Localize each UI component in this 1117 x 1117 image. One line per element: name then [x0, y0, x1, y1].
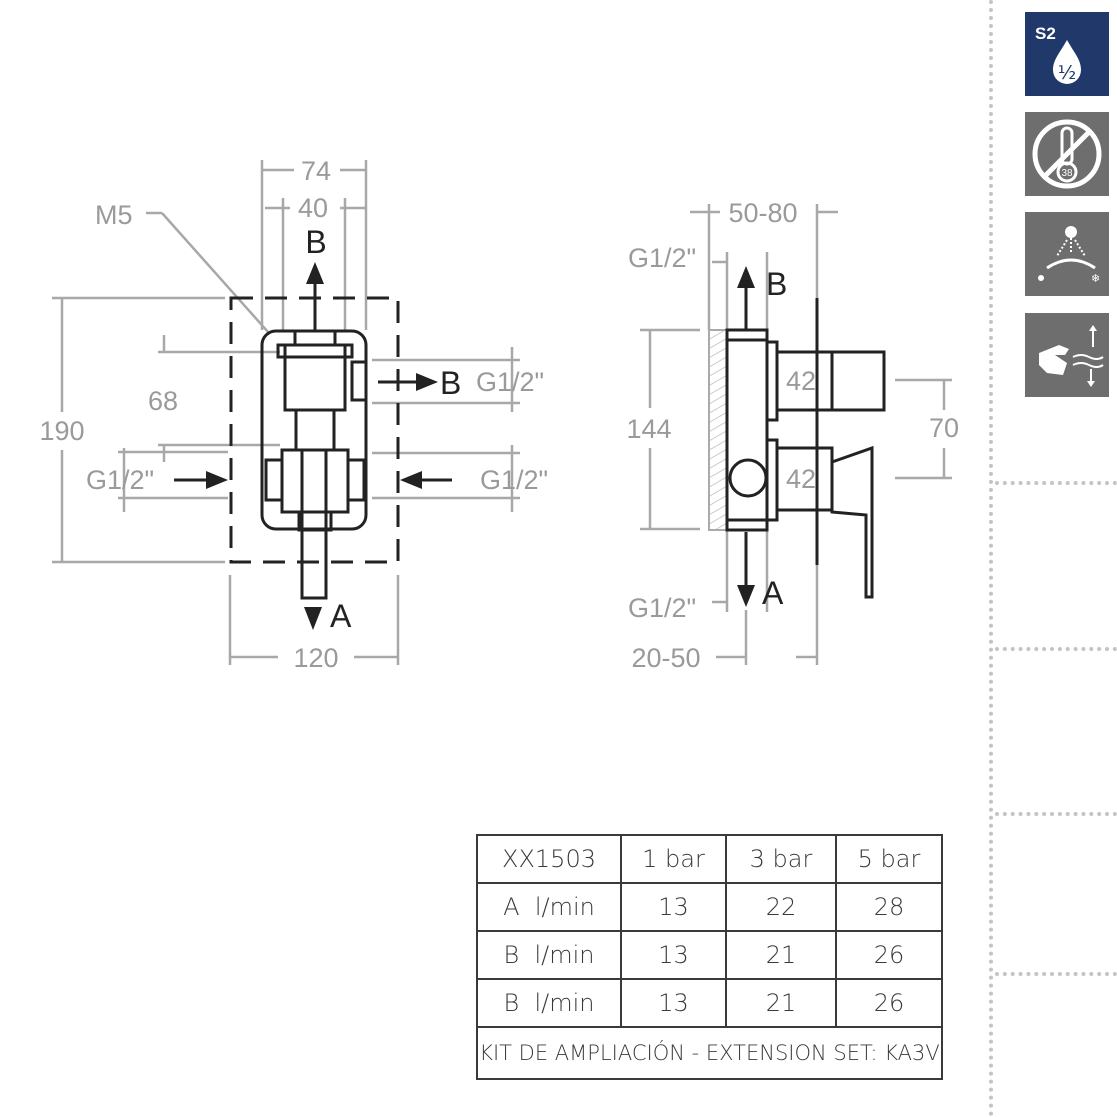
flow-arrow-right-b: B [378, 365, 461, 401]
flow-top-b-label: B [305, 224, 326, 260]
thermostat-number: 38 [1061, 168, 1073, 179]
thread-right-top-label: G1/2" [476, 367, 544, 397]
table-header-5bar: 5 bar [835, 834, 943, 884]
flow-bottom-a-label: A [330, 598, 352, 634]
table-row-label: B l/min [476, 978, 622, 1028]
side-thread-top: G1/2" [628, 243, 769, 330]
dim-42-bottom-label: 42 [786, 464, 816, 494]
dim-42-top-label: 42 [786, 366, 816, 396]
table-cell: 22 [725, 882, 837, 932]
flow-arrow-bottom-a: A [304, 598, 352, 634]
s2-fraction: ½ [1058, 62, 1076, 84]
hand-water-flow-icon [1039, 325, 1104, 387]
table-header-model: XX1503 [476, 834, 622, 884]
dimension-74: 74 [260, 156, 368, 330]
dimension-190: 190 [39, 296, 225, 564]
side-thread-bottom: G1/2" [628, 530, 769, 623]
thread-right-top: G1/2" [372, 347, 544, 412]
dimension-50-80: 50-80 [690, 198, 838, 330]
shower-hot-cold-badge: ❄ [1025, 212, 1109, 296]
side-flow-top-b-label: B [766, 266, 787, 302]
dim-20-50-label: 20-50 [631, 643, 700, 673]
flow-right-b-label: B [440, 365, 461, 401]
dim-68-label: 68 [148, 386, 178, 416]
flow-arrow-right-inlet [400, 471, 452, 489]
dimension-120: 120 [228, 575, 400, 673]
flow-arrow-left-inlet [174, 471, 228, 489]
svg-text:❄: ❄ [1091, 272, 1100, 285]
table-header-3bar: 3 bar [725, 834, 837, 884]
table-row-label: A l/min [476, 882, 622, 932]
shower-hot-cold-icon: ❄ [1038, 226, 1100, 285]
outlet-label: B [503, 941, 520, 969]
no-thermostat-badge: 38 [1025, 112, 1109, 196]
sidebar-separator-4 [995, 972, 1117, 976]
s2-half-badge: S2 ½ [1025, 12, 1109, 96]
thread-left-label: G1/2" [86, 465, 154, 495]
dimension-68: 68 [148, 335, 280, 462]
table-row: B l/min 13 21 26 [476, 978, 943, 1028]
installation-box [229, 296, 400, 564]
table-row: A l/min 13 22 28 [476, 882, 943, 932]
feature-sidebar: S2 ½ 38 ❄ [985, 0, 1117, 1117]
table-cell: 21 [725, 978, 837, 1028]
s2-label: S2 [1035, 24, 1056, 43]
side-flow-arrow-bottom-a: A [737, 532, 784, 611]
outlet-label: B [503, 989, 520, 1017]
side-flow-bottom-a-label: A [762, 575, 784, 611]
flow-arrow-top-b: B [305, 224, 327, 330]
m5-callout: M5 [95, 200, 269, 333]
dim-40-label: 40 [298, 193, 328, 223]
dim-74-label: 74 [301, 156, 331, 186]
table-row: B l/min 13 21 26 [476, 930, 943, 980]
table-header-1bar: 1 bar [620, 834, 727, 884]
table-cell: 28 [835, 882, 943, 932]
sidebar-dotted-divider [989, 0, 993, 1117]
dim-70-label: 70 [929, 413, 959, 443]
dimension-40: 40 [265, 193, 365, 330]
outlet-label: A [503, 893, 520, 921]
no-thermostat-icon [1032, 119, 1102, 189]
water-drop-icon [1053, 40, 1081, 84]
table-cell: 21 [725, 930, 837, 980]
dim-144-label: 144 [626, 414, 671, 444]
flow-rate-table: XX1503 1 bar 3 bar 5 bar A l/min 13 22 2… [476, 834, 943, 1080]
dimension-20-50: 20-50 [631, 565, 819, 673]
front-view: 74 40 M5 190 68 [39, 156, 548, 673]
extension-set-note: KIT DE AMPLIACIÓN - EXTENSION SET: KA3V [476, 1026, 943, 1080]
side-thread-bottom-label: G1/2" [628, 593, 696, 623]
side-view: 50-80 G1/2" 144 70 [626, 198, 959, 673]
sidebar-separator-3 [995, 812, 1117, 816]
table-cell: 26 [835, 930, 943, 980]
dim-50-80-label: 50-80 [728, 198, 797, 228]
valve-body-side [725, 298, 886, 599]
dim-190-label: 190 [39, 416, 84, 446]
sidebar-separator-1 [995, 481, 1117, 485]
table-row-label: B l/min [476, 930, 622, 980]
wall-hatch [708, 329, 728, 531]
thread-left: G1/2" [86, 448, 228, 512]
table-cell: 13 [620, 978, 727, 1028]
side-flow-arrow-top-b: B [737, 266, 787, 330]
table-cell: 26 [835, 978, 943, 1028]
table-cell: 13 [620, 882, 727, 932]
dimension-144: 144 [626, 328, 700, 531]
side-thread-top-label: G1/2" [628, 243, 696, 273]
dimension-70: 70 [895, 378, 959, 480]
hand-water-flow-badge [1025, 313, 1109, 397]
m5-label: M5 [95, 200, 133, 230]
unit-label: l/min [534, 989, 595, 1017]
thread-right-bottom-label: G1/2" [480, 465, 548, 495]
unit-label: l/min [534, 941, 595, 969]
valve-body-front [260, 329, 368, 600]
table-header-row: XX1503 1 bar 3 bar 5 bar [476, 834, 943, 884]
dim-120-label: 120 [293, 643, 338, 673]
table-footer-row: KIT DE AMPLIACIÓN - EXTENSION SET: KA3V [476, 1026, 943, 1080]
table-cell: 13 [620, 930, 727, 980]
sidebar-separator-2 [995, 647, 1117, 651]
unit-label: l/min [534, 893, 595, 921]
